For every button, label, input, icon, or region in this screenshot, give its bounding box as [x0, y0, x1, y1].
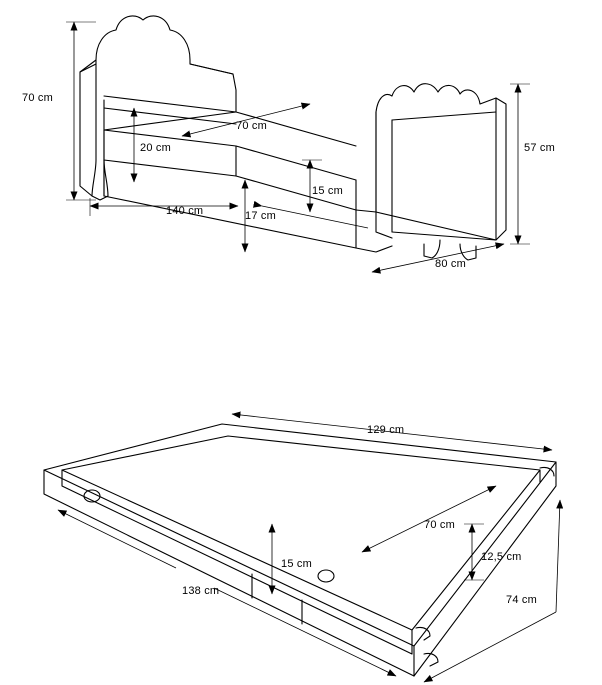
bed-dimension-lines [66, 21, 530, 274]
dim-bed-base-height: 17 cm [245, 210, 276, 222]
dim-drawer-outer-width: 74 cm [506, 594, 537, 606]
dim-bed-width: 80 cm [435, 258, 466, 270]
dim-drawer-side-height: 12,5 cm [481, 551, 522, 563]
dim-bed-mattress-width: 70 cm [236, 120, 267, 132]
dim-drawer-inner-length: 129 cm [367, 424, 405, 436]
dim-bed-length: 140 cm [166, 205, 204, 217]
drawer-dimension-lines [57, 411, 564, 683]
drawer-drawing [43, 423, 557, 677]
dim-drawer-inner-depth: 15 cm [281, 558, 312, 570]
bed-frame-drawing [79, 15, 507, 261]
dim-drawer-inner-width: 70 cm [424, 519, 455, 531]
dim-drawer-outer-length: 138 cm [182, 585, 220, 597]
dim-bed-side-rail-height: 20 cm [140, 142, 171, 154]
dim-bed-ground-clearance: 15 cm [312, 185, 343, 197]
dim-bed-foot-height: 57 cm [524, 142, 555, 154]
dim-bed-height-total: 70 cm [22, 92, 53, 104]
